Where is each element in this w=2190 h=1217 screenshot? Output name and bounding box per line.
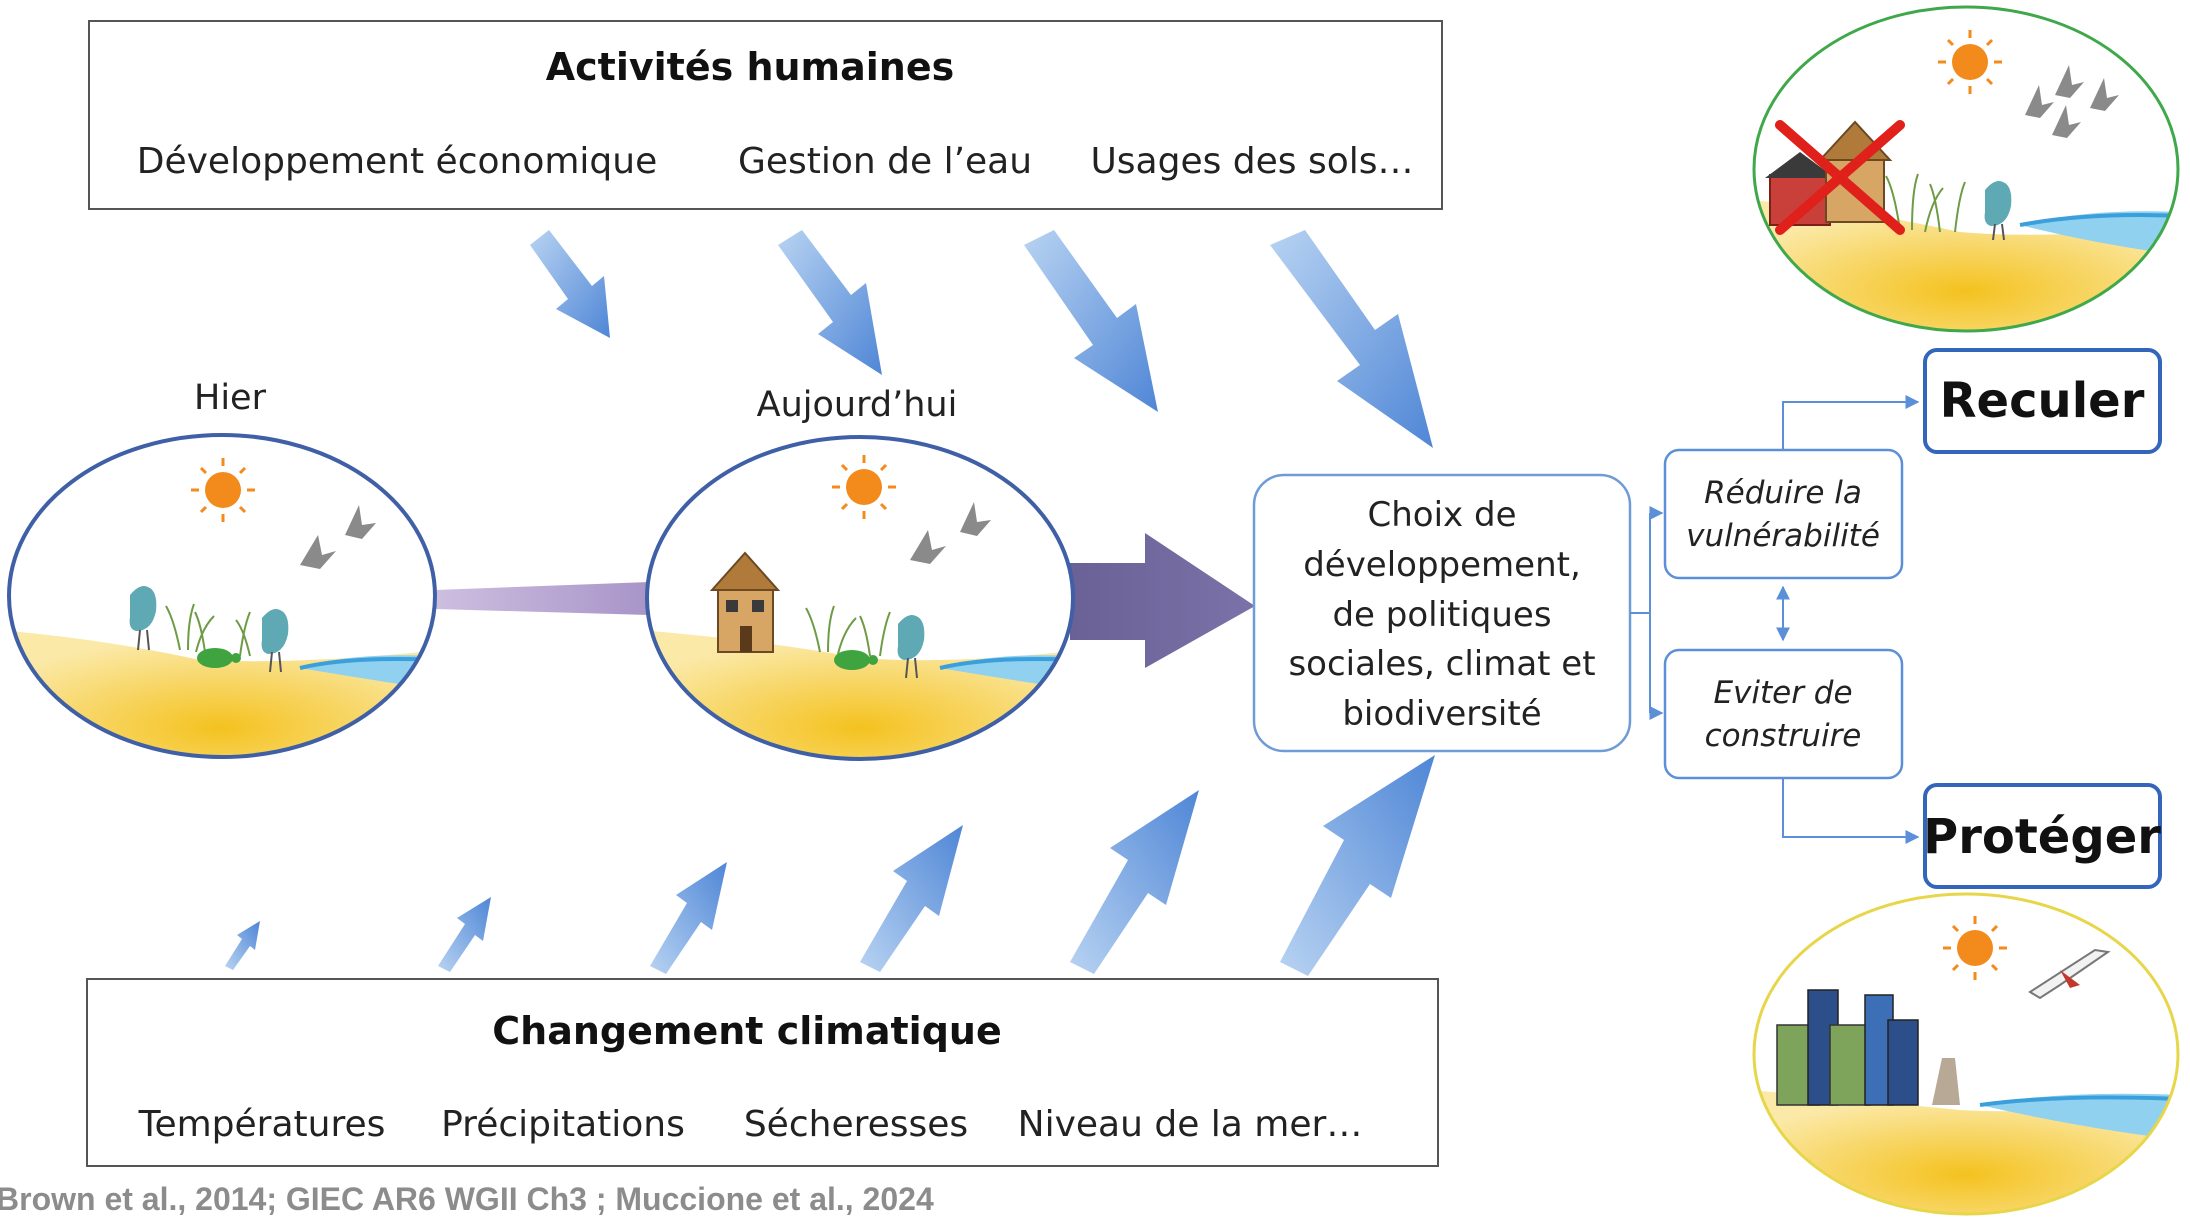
option-avoid-building: Eviter de construire: [1663, 648, 1904, 780]
climate-change-title: Changement climatique: [492, 1009, 1001, 1053]
option-line: construire: [1705, 718, 1862, 754]
down-arrow: [1270, 230, 1433, 448]
choice-line: Choix de: [1368, 495, 1517, 535]
scene-today: [645, 435, 1075, 761]
heron-icon: [897, 615, 925, 679]
climate-pressure-arrows: [225, 755, 1435, 976]
up-arrow: [438, 897, 491, 972]
bird-icon: [2025, 65, 2119, 138]
choice-line: de politiques: [1332, 595, 1551, 635]
human-activity-item: Développement économique: [137, 141, 658, 182]
climate-item: Températures: [138, 1104, 386, 1145]
outcome-protect-box: Protéger: [1923, 783, 2162, 889]
human-activities-title: Activités humaines: [546, 45, 955, 89]
option-connectors: [1630, 395, 1920, 844]
down-arrow: [1024, 230, 1158, 412]
option-line: Réduire la: [1704, 475, 1862, 511]
scene-protect: [1752, 892, 2180, 1216]
climate-item: Précipitations: [441, 1104, 685, 1145]
bird-icon: [300, 505, 376, 569]
choice-line: biodiversité: [1342, 694, 1541, 734]
choice-box: Choix de développement, de politiques so…: [1252, 473, 1632, 753]
human-activities-box: Activités humaines Développement économi…: [88, 20, 1443, 210]
sun-icon: [1943, 916, 2007, 980]
source-citation: Brown et al., 2014; GIEC AR6 WGII Ch3 ; …: [0, 1181, 934, 1217]
climate-item: Sécheresses: [744, 1104, 968, 1145]
climate-change-box: Changement climatique Températures Préci…: [86, 978, 1439, 1167]
up-arrow: [650, 862, 727, 974]
outcome-retreat-box: Reculer: [1923, 348, 2162, 454]
choice-line: sociales, climat et: [1288, 644, 1595, 684]
grass-decoration: [165, 603, 251, 657]
outcome-retreat-label: Reculer: [1940, 373, 2145, 429]
heron-icon: [1984, 181, 2012, 241]
sun-icon: [832, 455, 896, 519]
today-label: Aujourd’hui: [757, 385, 958, 425]
timeline-connector: [435, 582, 650, 615]
grass-decoration: [805, 605, 891, 657]
yesterday-label: Hier: [194, 378, 267, 418]
down-arrow: [778, 230, 882, 375]
down-arrow: [530, 230, 610, 338]
scene-retreat: [1752, 5, 2180, 333]
up-arrow: [225, 921, 260, 970]
house-icon: [709, 551, 781, 653]
big-purple-arrow: [1070, 533, 1255, 668]
human-activity-item: Usages des sols…: [1090, 141, 1413, 182]
up-arrow: [1070, 790, 1199, 974]
sun-icon: [191, 458, 255, 522]
human-pressure-arrows: [530, 230, 1433, 448]
up-arrow: [1280, 755, 1435, 976]
up-arrow: [860, 825, 963, 972]
heron-icon: [129, 586, 289, 673]
turtle-icon: [197, 648, 241, 668]
option-line: Eviter de: [1713, 675, 1852, 711]
scene-yesterday: [7, 433, 437, 759]
option-line: vulnérabilité: [1686, 518, 1880, 554]
airplane-icon: [2028, 948, 2111, 1000]
human-activity-item: Gestion de l’eau: [738, 141, 1032, 182]
option-reduce-vulnerability: Réduire la vulnérabilité: [1663, 448, 1904, 580]
climate-item: Niveau de la mer…: [1018, 1104, 1363, 1145]
sun-icon: [1938, 30, 2002, 94]
turtle-icon: [834, 650, 878, 670]
city-icon: [1776, 989, 1960, 1106]
red-cross-icon: [1775, 120, 1905, 235]
outcome-protect-label: Protéger: [1923, 809, 2161, 865]
bird-icon: [910, 502, 991, 564]
choice-line: développement,: [1303, 545, 1581, 585]
